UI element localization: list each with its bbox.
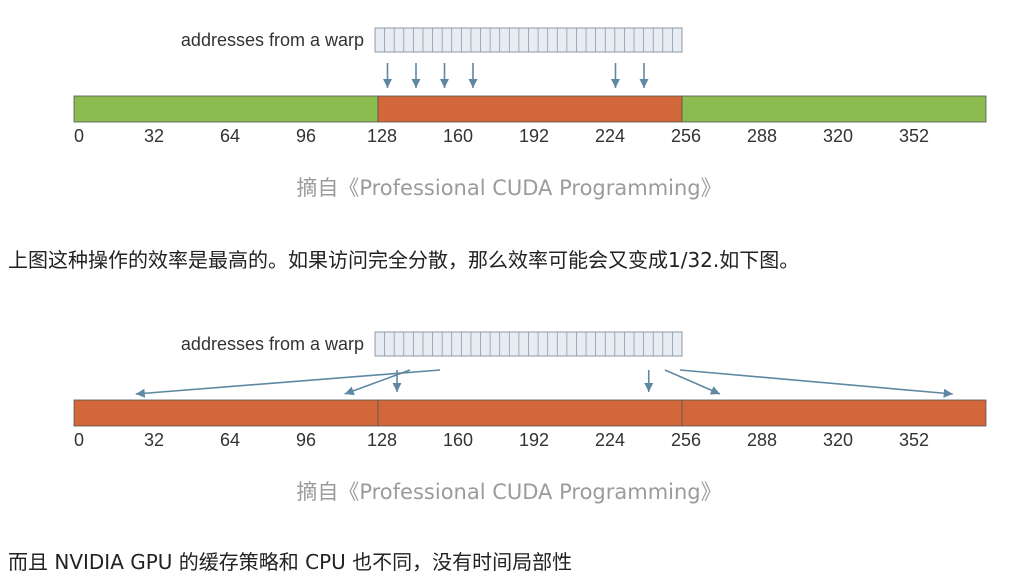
- access-arrow: [664, 369, 721, 395]
- tick-label-256: 256: [671, 430, 701, 450]
- tick-label-288: 288: [747, 126, 777, 146]
- coalesced-access-figure: addresses from a warp 0 32 64 96 128 160 192 224…: [0, 0, 1018, 170]
- access-arrow: [383, 63, 392, 88]
- tick-label-64: 64: [220, 126, 240, 146]
- scattered-access-figure: addresses from a warp 0 32 64 96 128 160 192 224…: [0, 304, 1018, 474]
- figure-caption-1: 摘自《Professional CUDA Programming》: [296, 176, 722, 200]
- access-arrow: [411, 63, 421, 88]
- access-arrow: [679, 369, 953, 398]
- warp-label: addresses from a warp: [181, 334, 364, 354]
- tick-label-0: 0: [74, 430, 84, 450]
- tick-label-128: 128: [367, 126, 397, 146]
- warp-label: addresses from a warp: [181, 30, 364, 50]
- access-arrow: [392, 370, 402, 392]
- tick-label-192: 192: [519, 126, 549, 146]
- tick-label-224: 224: [595, 126, 625, 146]
- tick-label-32: 32: [144, 430, 164, 450]
- tick-label-96: 96: [296, 126, 316, 146]
- tick-label-320: 320: [823, 126, 853, 146]
- access-arrow: [468, 63, 478, 88]
- access-arrow: [135, 369, 441, 398]
- memory-segment-3: [681, 399, 987, 427]
- coalesced-access-diagram: addresses from a warp 0 32 64 96 128 160 192 224…: [73, 27, 987, 146]
- tick-label-160: 160: [443, 430, 473, 450]
- access-arrow: [344, 369, 411, 396]
- paragraph-cache-policy: 而且 NVIDIA GPU 的缓存策略和 CPU 也不同，没有时间局部性: [8, 550, 573, 574]
- access-arrow: [440, 63, 449, 88]
- tick-label-352: 352: [899, 126, 929, 146]
- tick-label-96: 96: [296, 430, 316, 450]
- tick-label-32: 32: [144, 126, 164, 146]
- figure-caption-2: 摘自《Professional CUDA Programming》: [296, 480, 722, 504]
- access-arrow: [611, 63, 620, 88]
- tick-label-128: 128: [367, 430, 397, 450]
- scattered-access-diagram: addresses from a warp 0 32 64 96 128 160 192 224…: [73, 331, 987, 450]
- tick-label-256: 256: [671, 126, 701, 146]
- memory-segment-1: [73, 95, 379, 123]
- tick-label-64: 64: [220, 430, 240, 450]
- tick-label-0: 0: [74, 126, 84, 146]
- tick-label-224: 224: [595, 430, 625, 450]
- memory-segment-2: [377, 95, 683, 123]
- memory-segment-2: [377, 399, 683, 427]
- access-arrow: [639, 63, 649, 88]
- tick-label-160: 160: [443, 126, 473, 146]
- tick-label-288: 288: [747, 430, 777, 450]
- tick-label-352: 352: [899, 430, 929, 450]
- tick-label-192: 192: [519, 430, 549, 450]
- memory-segment-1: [73, 399, 379, 427]
- paragraph-efficiency: 上图这种操作的效率是最高的。如果访问完全分散，那么效率可能会又变成1/32.如下…: [8, 248, 800, 272]
- memory-segment-3: [681, 95, 987, 123]
- access-arrow: [644, 370, 654, 392]
- tick-label-320: 320: [823, 430, 853, 450]
